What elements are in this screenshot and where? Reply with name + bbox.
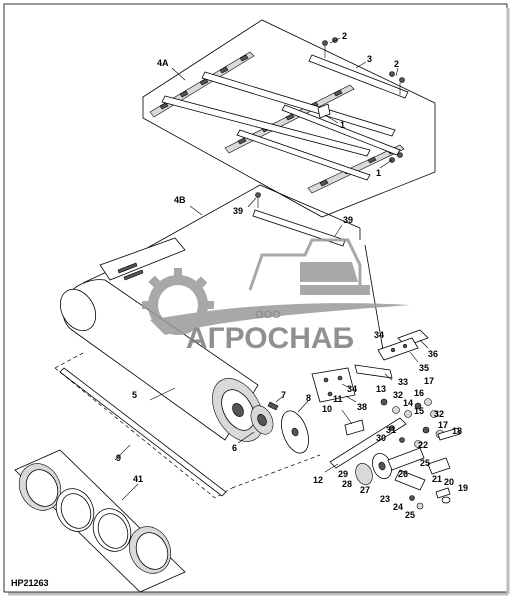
callout-23: 23: [380, 494, 390, 504]
callout-16: 16: [414, 388, 424, 398]
callout-28: 28: [342, 479, 352, 489]
panel-4b: [139, 184, 361, 253]
truck-icon: [248, 238, 370, 295]
callout-8: 8: [306, 393, 311, 403]
ring: [128, 526, 172, 574]
callout-18: 18: [452, 426, 462, 436]
callout-17: 17: [438, 420, 448, 430]
floor-plate: [99, 237, 186, 281]
sprocket-6: [237, 405, 274, 444]
callout-14: 14: [403, 398, 413, 408]
callout-9: 9: [116, 453, 121, 463]
callout-39: 39: [343, 215, 353, 225]
watermark-brand: АГРОСНАБ: [186, 322, 354, 355]
callout-41: 41: [133, 474, 143, 484]
rings-41-box: [14, 449, 186, 593]
callout-11: 11: [333, 394, 343, 404]
callout-35: 35: [419, 363, 429, 373]
callout-19: 19: [458, 483, 468, 493]
callout-38: 38: [357, 402, 367, 412]
callout-1: 1: [340, 120, 345, 130]
tension-parts: [394, 457, 451, 510]
callout-2: 2: [394, 59, 399, 69]
callout-2: 2: [342, 31, 347, 41]
callout-6: 6: [232, 443, 237, 453]
callout-5: 5: [132, 390, 137, 400]
callout-39: 39: [233, 206, 243, 216]
bracket-38: [311, 367, 357, 403]
callout-25: 25: [420, 458, 430, 468]
callout-31: 31: [386, 425, 396, 435]
callout-24: 24: [393, 502, 403, 512]
drum-5: [59, 279, 264, 442]
callout-34: 34: [347, 384, 357, 394]
callout-34: 34: [374, 330, 384, 340]
callout-33: 33: [398, 377, 408, 387]
arm-12: [324, 409, 407, 473]
slats: [161, 71, 401, 181]
bolt-7: [267, 396, 283, 411]
callout-3: 3: [367, 54, 372, 64]
ring: [55, 488, 95, 532]
callout-32: 32: [393, 390, 403, 400]
diagram-frame: [3, 3, 510, 596]
callout-12: 12: [313, 475, 323, 485]
plate-33: [354, 364, 393, 381]
ring: [92, 508, 132, 552]
ring: [18, 463, 62, 511]
figure-id: HP21263: [11, 578, 49, 588]
callout-22: 22: [418, 440, 428, 450]
plate-35-34: [377, 337, 419, 363]
callout-25: 25: [405, 510, 415, 520]
callout-10: 10: [322, 404, 332, 414]
callout-30: 30: [376, 433, 386, 443]
disc-8: [281, 400, 309, 454]
watermark-top-text: ООО: [255, 309, 281, 321]
callout-36: 36: [428, 349, 438, 359]
callout-4a: 4A: [157, 58, 169, 68]
callout-labels: 2 3 4A 2 1 1 4B 39 39 34 36 35 34 33 13 …: [116, 31, 468, 520]
callout-21: 21: [432, 474, 442, 484]
callout-7: 7: [281, 390, 286, 400]
idler-27-28: [355, 447, 425, 485]
callout-15: 15: [414, 406, 424, 416]
panel-4a: [142, 19, 436, 218]
hardware-stack: [380, 398, 461, 448]
callout-13: 13: [376, 384, 386, 394]
callout-27: 27: [360, 485, 370, 495]
watermark-logo: ООО АГРОСНАБ: [142, 238, 410, 355]
slat-3: [308, 54, 409, 119]
callout-32: 32: [434, 409, 444, 419]
callout-17: 17: [424, 376, 434, 386]
callout-26: 26: [398, 469, 408, 479]
callout-29: 29: [338, 469, 348, 479]
callout-1: 1: [376, 168, 381, 178]
bar-9: [54, 351, 321, 499]
callout-4b: 4B: [174, 195, 186, 205]
callout-20: 20: [444, 477, 454, 487]
